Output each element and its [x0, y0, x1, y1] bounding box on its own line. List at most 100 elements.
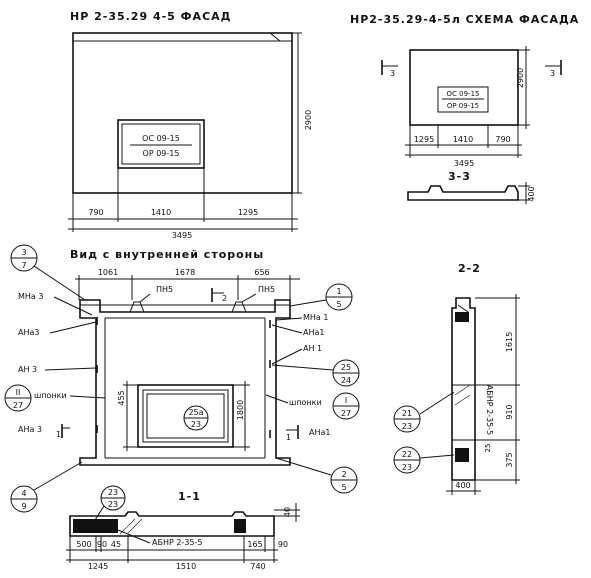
facade-dim-height: 2900	[304, 110, 313, 130]
s11-dim-45: 45	[111, 540, 121, 549]
callout-23-23: 23 23	[94, 485, 126, 521]
label-an3: АН 3	[18, 365, 37, 374]
section-3-3-profile	[407, 185, 519, 201]
label-shponki-left: шпонки	[34, 391, 67, 400]
svg-text:23: 23	[402, 463, 412, 472]
section-1-1-reinforcement-left	[73, 519, 118, 533]
lifting-loop-right	[231, 301, 247, 313]
facade-window	[117, 119, 205, 169]
svg-text:7: 7	[21, 261, 26, 270]
svg-text:22: 22	[402, 450, 412, 459]
scheme-title: НР2-35.29-4-5л СХЕМА ФАСАДА	[350, 13, 579, 26]
scheme-dim-3: 790	[495, 135, 510, 144]
callout-25-24: 25 24	[271, 359, 360, 387]
svg-text:4: 4	[21, 489, 26, 498]
scheme-view: НР2-35.29-4-5л СХЕМА ФАСАДА ОС 09-15 ОР …	[350, 13, 579, 168]
label-an1: АН 1	[303, 344, 322, 353]
svg-text:II: II	[16, 388, 21, 397]
callout-2-5: 2 5	[275, 457, 358, 494]
s11-dim-1510: 1510	[176, 562, 196, 571]
scheme-section-mark-right: 3	[550, 69, 555, 78]
s22-dim-small: 25	[484, 444, 492, 453]
callout-25a-bottom: 23	[191, 420, 201, 429]
section-mark-1-left: 1	[56, 430, 61, 439]
s22-dim-1615: 1615	[505, 332, 514, 352]
s11-dim-1245: 1245	[88, 562, 108, 571]
svg-text:21: 21	[402, 409, 412, 418]
section-mark-1-right: 1	[286, 433, 291, 442]
section-2-2: 2-2 АБНР 2-35-5 1615 910 375 25 400 21 2…	[393, 262, 520, 495]
pn5-right-label: ПН5	[258, 285, 275, 294]
s22-dim-910: 910	[505, 404, 514, 419]
window-dim-h: 1800	[236, 400, 245, 420]
s11-dim-90b: 90	[278, 540, 288, 549]
svg-text:23: 23	[402, 422, 412, 431]
callout-3-7: 3 7	[10, 244, 86, 301]
svg-text:23: 23	[108, 488, 118, 497]
facade-panel	[72, 32, 293, 194]
section-3-3-dim: 400	[527, 186, 536, 201]
scheme-window-label-1: ОС 09-15	[447, 90, 480, 98]
label-mna1: МНа 1	[303, 313, 328, 322]
svg-text:2: 2	[341, 470, 346, 479]
facade-dim-1: 790	[88, 208, 103, 217]
svg-text:24: 24	[341, 376, 351, 385]
scheme-window-label-2: ОР 09-15	[447, 102, 479, 110]
s11-dim-500: 500	[76, 540, 91, 549]
s11-dim-165: 165	[247, 540, 262, 549]
callout-22-23: 22 23	[393, 446, 455, 474]
s22-dim-375: 375	[505, 452, 514, 467]
svg-text:3: 3	[21, 248, 26, 257]
section-2-2-bottom-reinforcement	[455, 448, 469, 462]
callout-1-5: 1 5	[289, 283, 353, 311]
label-ana1: АНа1	[303, 328, 324, 337]
facade-dim-2: 1410	[151, 208, 171, 217]
section-1-1-dim-h: 40	[283, 507, 292, 517]
scheme-panel	[409, 49, 519, 126]
section-2-2-top-reinforcement	[455, 312, 469, 322]
scheme-dim-1: 1295	[414, 135, 434, 144]
section-3-3: 3-3 400	[407, 170, 536, 204]
s11-dim-90: 90	[97, 540, 107, 549]
callout-21-23: 21 23	[393, 391, 455, 433]
scheme-dim-total: 3495	[454, 159, 474, 168]
interior-dim-top-3: 656	[254, 268, 269, 277]
scheme-dim-2: 1410	[453, 135, 473, 144]
svg-text:I: I	[345, 396, 347, 405]
svg-text:9: 9	[21, 502, 26, 511]
label-ana1-low: АНа1	[309, 428, 330, 437]
svg-text:5: 5	[341, 483, 346, 492]
interior-dim-top-1: 1061	[98, 268, 118, 277]
label-shponki-right: шпонки	[289, 398, 322, 407]
callout-II-27: II 27	[4, 384, 32, 412]
interior-window	[137, 384, 234, 448]
facade-dim-total: 3495	[172, 231, 192, 240]
s22-dim-400: 400	[455, 481, 470, 490]
svg-text:25: 25	[341, 363, 351, 372]
section-2-2-label: АБНР 2-35-5	[485, 385, 494, 435]
section-1-1: 1-1 23 23 АБНР 2-35-5 40 500 90	[66, 485, 300, 571]
svg-text:27: 27	[341, 409, 351, 418]
facade-window-label-1: ОС 09-15	[142, 134, 180, 143]
svg-text:27: 27	[13, 401, 23, 410]
section-2-2-title: 2-2	[458, 262, 481, 275]
interior-title: Вид с внутренней стороны	[70, 248, 264, 261]
label-mna3: МНа 3	[18, 292, 43, 301]
lifting-loop-left	[129, 301, 145, 313]
callout-I-27: I 27	[332, 392, 360, 420]
facade-window-label-2: ОР 09-15	[143, 149, 180, 158]
facade-dim-3: 1295	[238, 208, 258, 217]
facade-view: НР 2-35.29 4-5 ФАСАД ОС 09-15 ОР 09-15 2…	[68, 10, 313, 240]
callout-4-9: 4 9	[10, 461, 83, 513]
interior-view: Вид с внутренней стороны 1061 1678 656 П…	[4, 244, 360, 513]
facade-title: НР 2-35.29 4-5 ФАСАД	[70, 10, 231, 23]
scheme-dim-height: 2900	[516, 68, 525, 88]
scheme-window	[437, 86, 489, 113]
callout-25a-top: 25а	[188, 408, 203, 417]
section-3-3-title: 3-3	[448, 170, 471, 183]
label-ana3-low: АНа 3	[18, 425, 42, 434]
window-dim-v: 455	[117, 390, 126, 405]
svg-text:1: 1	[336, 287, 341, 296]
section-mark-2: 2	[222, 294, 227, 303]
